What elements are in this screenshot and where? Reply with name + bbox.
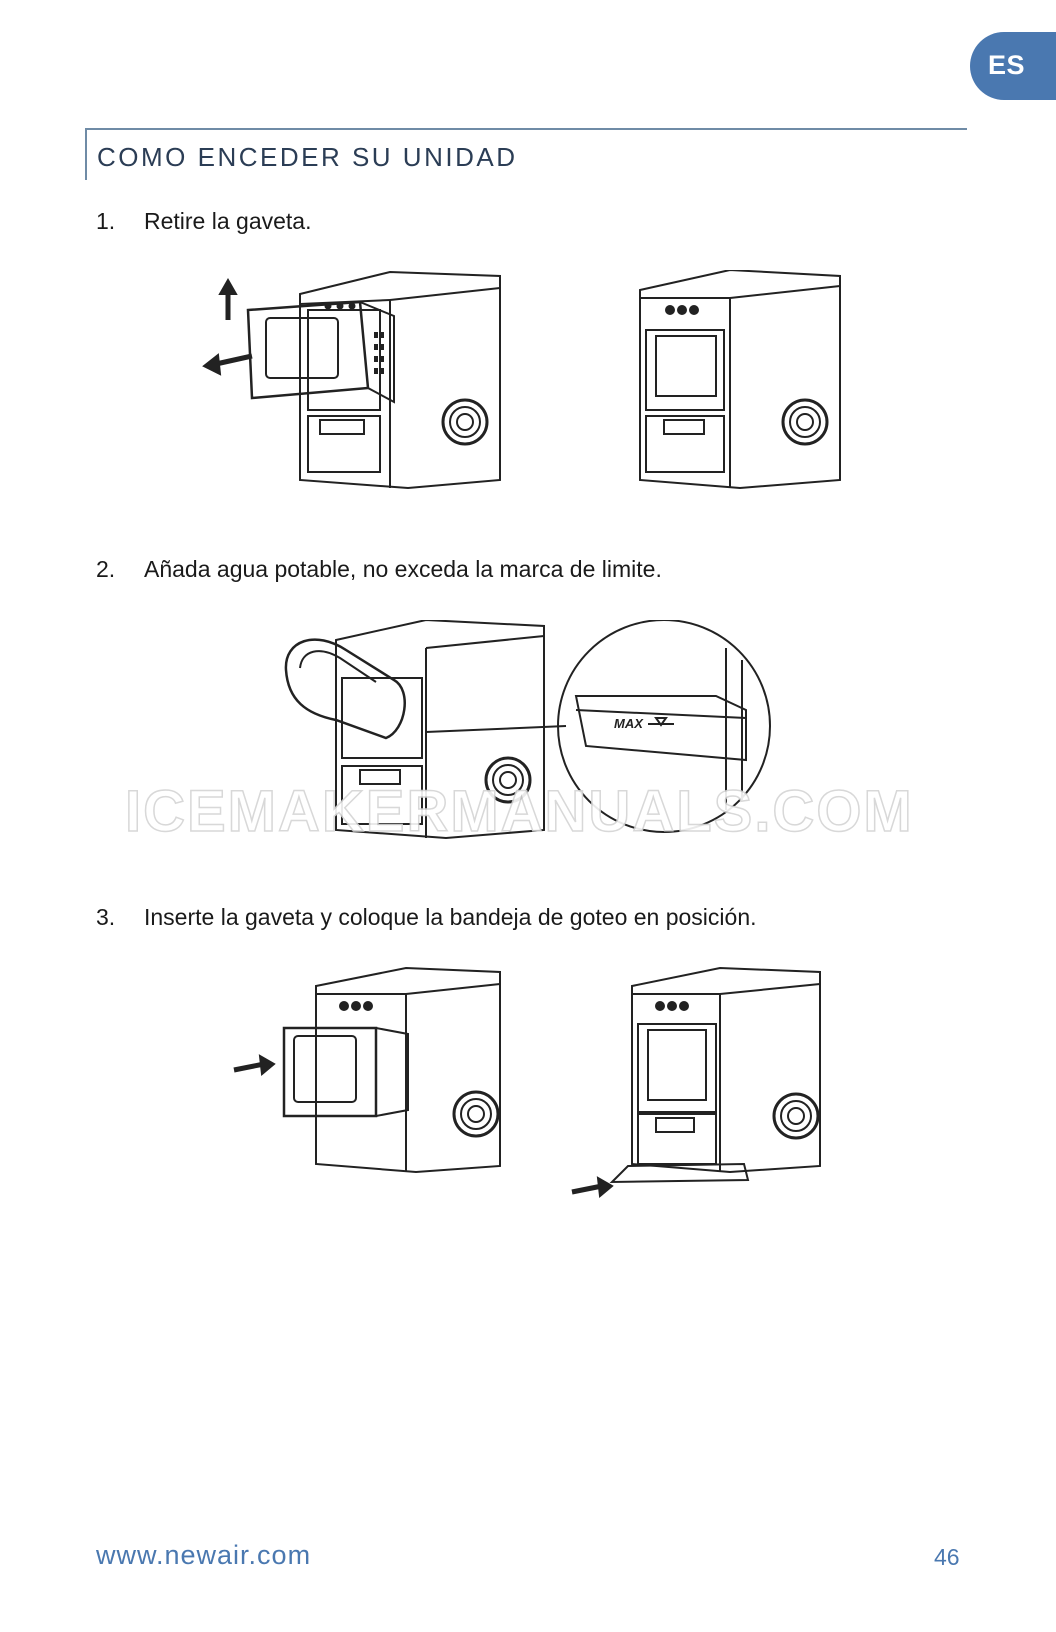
footer-website-link[interactable]: www.newair.com	[96, 1540, 312, 1570]
icemaker-unit-right	[639, 270, 841, 490]
icemaker-unit-closed	[631, 966, 821, 1174]
language-tab-label: ES	[988, 50, 1026, 80]
drip-tray	[609, 1162, 750, 1184]
section-title: COMO ENCEDER SU UNIDAD	[97, 142, 518, 172]
max-mark-label: MAX	[614, 716, 644, 731]
page-number: 46	[934, 1544, 960, 1570]
language-tab[interactable]: ES	[970, 32, 1056, 100]
water-jug-icon	[284, 638, 406, 740]
watermark: ICEMAKERMANUALS.COM	[124, 778, 914, 845]
icemaker-unit-fill	[335, 620, 545, 840]
max-line-magnifier: MAX	[557, 620, 771, 833]
arrow-up-icon	[218, 277, 238, 320]
illustration-fill-water: MAX	[276, 620, 796, 860]
step-text: Retire la gaveta.	[144, 208, 312, 234]
section-heading: COMO ENCEDER SU UNIDAD	[85, 128, 967, 180]
arrow-right-icon	[233, 1054, 276, 1076]
step-number: 3.	[96, 904, 116, 930]
step-number: 2.	[96, 556, 116, 582]
step-text: Inserte la gaveta y coloque la bandeja d…	[144, 904, 757, 930]
step-text: Añada agua potable, no exceda la marca d…	[144, 556, 662, 582]
arrow-left-icon	[202, 353, 253, 376]
step-number: 1.	[96, 208, 116, 234]
drawer-open	[246, 300, 395, 404]
icemaker-unit-insert	[282, 966, 501, 1174]
arrow-right-icon	[571, 1176, 614, 1198]
illustration-insert-drawer	[220, 966, 840, 1206]
illustration-remove-drawer	[180, 270, 880, 510]
